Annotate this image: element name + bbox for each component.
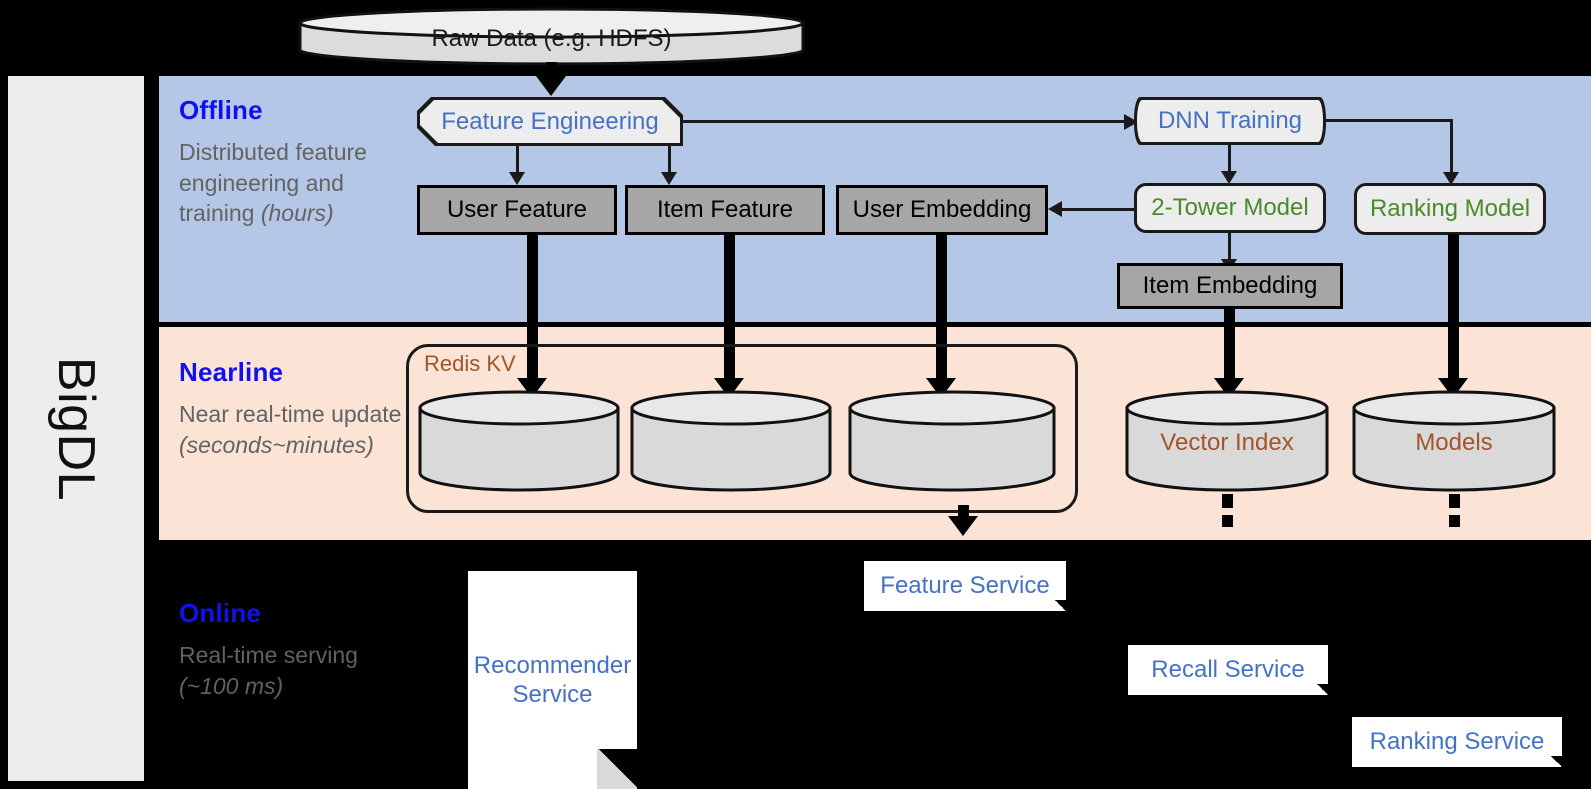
- page-fold-icon: [1551, 756, 1562, 767]
- bigdl-label: BigDL: [47, 356, 106, 501]
- arrowhead-kv-featureservice: [948, 516, 978, 536]
- connector-twotower-itemembedding: [1228, 233, 1231, 261]
- connector-models-ranking-dash2: [1449, 515, 1460, 527]
- page-fold-icon: [1317, 684, 1328, 695]
- recall-service-label: Recall Service: [1151, 656, 1305, 684]
- connector-dnn-twotower: [1228, 145, 1231, 173]
- vector-index-cylinder[interactable]: Vector Index: [1124, 389, 1330, 492]
- online-desc-main: Real-time serving: [179, 642, 358, 668]
- offline-title: Offline: [179, 95, 263, 125]
- recommender-service-note[interactable]: Recommender Service: [468, 571, 637, 789]
- recall-service-note[interactable]: Recall Service: [1128, 645, 1328, 695]
- kv-cylinder-user-feature[interactable]: [417, 389, 621, 492]
- arrowhead-twotower-userembedding: [1048, 201, 1062, 217]
- nearline-description: Near real-time update (seconds~minutes): [179, 399, 414, 460]
- connector-userembedding-kv3: [936, 234, 947, 384]
- feature-engineering-label: Feature Engineering: [441, 107, 659, 135]
- arrowhead-dnn-twotower: [1221, 171, 1237, 184]
- connector-vectorindex-recall-dash2: [1222, 515, 1233, 527]
- connector-vectorindex-recall-dash1: [1222, 494, 1233, 508]
- user-embedding-box[interactable]: User Embedding: [836, 185, 1048, 235]
- feature-service-label: Feature Service: [880, 572, 1050, 600]
- online-title: Online: [179, 598, 262, 628]
- feature-service-note[interactable]: Feature Service: [864, 561, 1066, 611]
- connector-fe-itemfeature: [668, 146, 671, 174]
- ranking-service-label: Ranking Service: [1369, 728, 1545, 756]
- models-cylinder[interactable]: Models: [1351, 389, 1557, 492]
- item-embedding-box[interactable]: Item Embedding: [1117, 263, 1343, 309]
- nearline-desc-main: Near real-time update: [179, 401, 402, 427]
- nearline-title: Nearline: [179, 357, 284, 387]
- user-feature-label: User Feature: [446, 196, 588, 223]
- raw-data-cylinder[interactable]: Raw Data (e.g. HDFS): [297, 6, 806, 68]
- dnn-training-box[interactable]: DNN Training: [1134, 97, 1326, 145]
- connector-itemembedding-vectorindex: [1224, 308, 1235, 384]
- kv-cylinder-user-embedding[interactable]: [847, 389, 1057, 492]
- arrowhead-fe-userfeature: [509, 172, 525, 185]
- arrowhead-dnn-ranking: [1443, 172, 1459, 185]
- connector-dnn-ranking-v: [1450, 119, 1453, 174]
- connector-models-ranking-dash1: [1449, 494, 1460, 508]
- connector-dnn-ranking-h: [1326, 119, 1453, 122]
- connector-fe-userfeature: [516, 146, 519, 174]
- dnn-training-label: DNN Training: [1157, 107, 1303, 134]
- item-feature-label: Item Feature: [656, 196, 794, 223]
- offline-label-block: Offline Distributed feature engineering …: [179, 95, 394, 229]
- offline-desc-italic: (hours): [260, 200, 334, 227]
- user-feature-box[interactable]: User Feature: [417, 185, 617, 235]
- offline-description: Distributed feature engineering and trai…: [179, 137, 394, 229]
- online-desc-italic: (~100 ms): [179, 672, 284, 699]
- redis-kv-label: Redis KV: [424, 351, 516, 376]
- nearline-desc-italic: (seconds~minutes): [179, 431, 374, 458]
- item-embedding-label: Item Embedding: [1142, 272, 1318, 299]
- connector-twotower-userembedding: [1061, 208, 1135, 211]
- page-fold-icon: [1055, 600, 1066, 611]
- arrowhead-rawdata-fe: [536, 76, 566, 96]
- connector-rawdata-fe: [546, 62, 557, 80]
- connector-rankingmodel-models: [1448, 234, 1459, 384]
- ranking-service-note[interactable]: Ranking Service: [1352, 717, 1562, 767]
- arrowhead-fe-itemfeature: [661, 172, 677, 185]
- user-embedding-label: User Embedding: [852, 196, 1032, 223]
- redis-kv-container[interactable]: [406, 344, 1078, 513]
- connector-userfeature-kv1: [527, 234, 538, 384]
- offline-desc-main: Distributed feature engineering and trai…: [179, 139, 367, 227]
- feature-engineering-box[interactable]: Feature Engineering: [417, 97, 683, 146]
- item-feature-box[interactable]: Item Feature: [625, 185, 825, 235]
- kv-cylinder-item-feature[interactable]: [629, 389, 833, 492]
- online-description: Real-time serving (~100 ms): [179, 640, 394, 701]
- two-tower-model-label: 2-Tower Model: [1151, 194, 1309, 221]
- bigdl-sidebar: BigDL: [8, 76, 144, 781]
- page-fold-icon: [597, 749, 637, 789]
- connector-fe-dnn: [683, 120, 1124, 123]
- ranking-model-box[interactable]: Ranking Model: [1354, 183, 1546, 235]
- two-tower-model-box[interactable]: 2-Tower Model: [1134, 183, 1326, 233]
- connector-itemfeature-kv2: [724, 234, 735, 384]
- recommender-service-label: Recommender Service: [473, 651, 632, 708]
- connector-kv-featureservice: [958, 505, 969, 519]
- nearline-label-block: Nearline Near real-time update (seconds~…: [179, 357, 414, 460]
- online-label-block: Online Real-time serving (~100 ms): [179, 598, 394, 701]
- ranking-model-label: Ranking Model: [1369, 195, 1531, 222]
